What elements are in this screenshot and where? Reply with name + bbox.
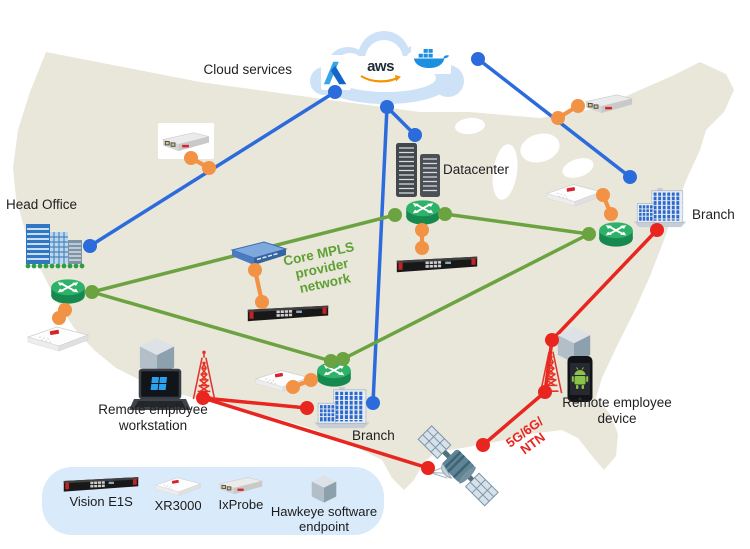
legend-label-ixprobe: IxProbe: [218, 497, 264, 512]
mpls-switch-icon: [230, 241, 288, 265]
azure-logo: [321, 55, 351, 90]
xr3000-icon: [151, 474, 205, 498]
branch-east-label: Branch: [692, 207, 735, 222]
aws-logo-text: aws: [367, 58, 394, 75]
mpls-vision-e1s-device: [247, 302, 329, 324]
branch-east-router-icon: [597, 220, 635, 248]
branch-south-router-icon: [315, 360, 353, 388]
mpls-network-label: Core MPLS provider network: [281, 239, 356, 296]
branch-south-xr3000-device: [250, 366, 314, 394]
datacenter-vision-e1s-device: [396, 252, 478, 276]
vision-e1s-icon: [63, 474, 139, 494]
head-office-xr3000-device: [26, 322, 90, 354]
ixprobe-west-card: [158, 123, 214, 159]
link-cloud-branch-south: [371, 106, 389, 404]
datacenter-towers: [396, 143, 440, 197]
branch-east-xr3000-device: [545, 180, 603, 209]
ran-5g-label: 5G/6G/ NTN: [503, 413, 549, 458]
legend-item-hawkeye: Hawkeye software endpoint: [270, 474, 378, 534]
legend-item-vision-e1s: Vision E1S: [58, 474, 144, 510]
legend-item-ixprobe: IxProbe: [212, 474, 270, 513]
satellite-icon: [417, 425, 499, 507]
legend-item-xr3000: XR3000: [144, 474, 212, 514]
branch-south-building: [314, 386, 370, 429]
docker-logo: [411, 43, 451, 74]
legend: Vision E1S XR3000 IxProbe Hawkeye softwa…: [42, 467, 384, 535]
branch-south-label: Branch: [352, 428, 395, 443]
ixprobe-west-device: [161, 129, 211, 154]
remote-device-label: Remote employee device: [562, 395, 672, 427]
legend-label-xr3000: XR3000: [154, 498, 202, 513]
link-datacenter-branch-east: [444, 212, 590, 236]
link-cloud-headoffice: [89, 90, 336, 248]
head-office-label: Head Office: [6, 197, 78, 212]
legend-label-hawkeye: Hawkeye software endpoint: [270, 504, 378, 534]
link-cloud-datacenter: [385, 105, 417, 137]
datacenter-router-icon: [404, 198, 442, 226]
hawkeye-cube-icon: [310, 474, 338, 504]
ixprobe-icon: [218, 474, 264, 497]
link-cloud-branch-east: [476, 57, 632, 179]
branch-east-building: [633, 188, 687, 228]
head-office-buildings: [25, 224, 85, 269]
smartphone-icon: [567, 356, 593, 402]
workstation-radio-tower-icon: [189, 350, 219, 402]
aws-smile-icon: [359, 75, 401, 83]
aws-logo: aws: [352, 56, 409, 87]
datacenter-label: Datacenter: [443, 162, 510, 177]
legend-label-vision-e1s: Vision E1S: [69, 494, 133, 509]
ixprobe-northeast-device: [584, 91, 634, 116]
remote-workstation-label: Remote employee workstation: [98, 402, 208, 434]
head-office-router-icon: [49, 277, 87, 305]
laptop-icon: [129, 368, 191, 410]
cloud-label: Cloud services: [203, 62, 292, 77]
